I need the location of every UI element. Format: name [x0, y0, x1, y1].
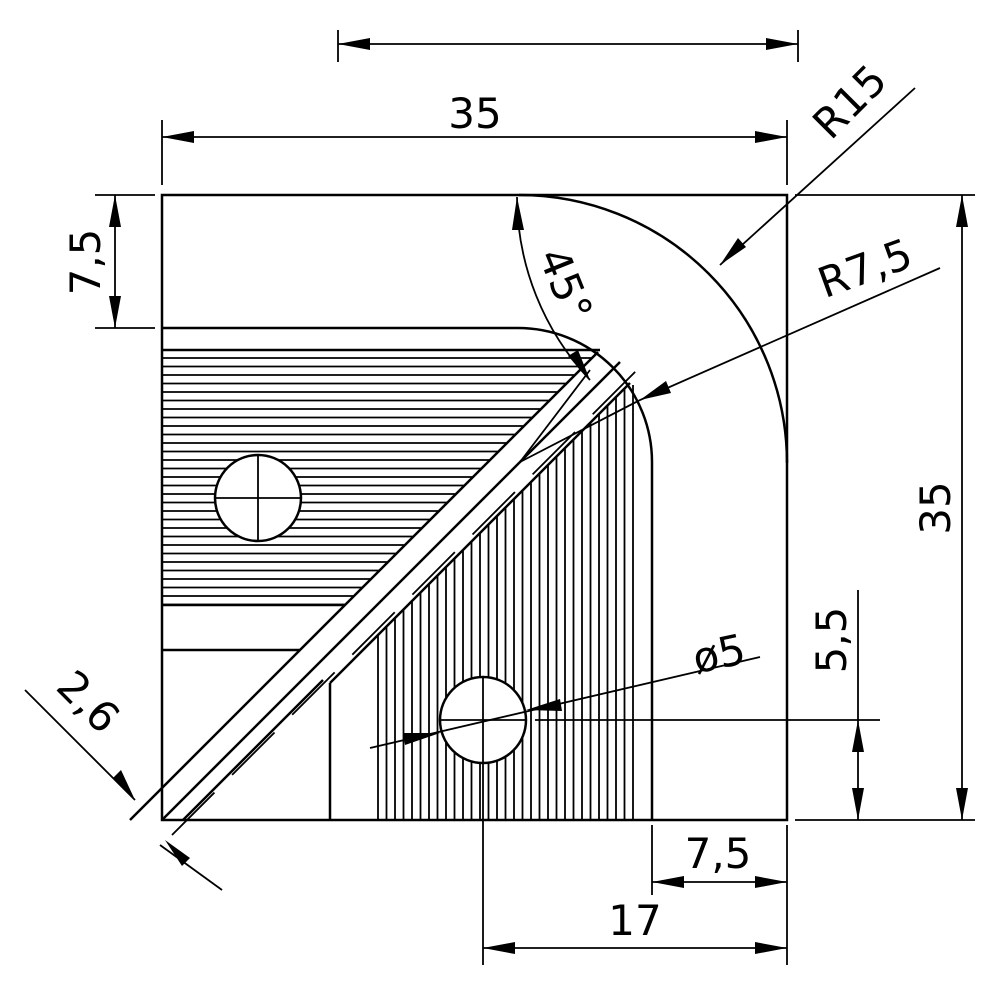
- leader-hole-diameter: [369, 656, 761, 749]
- dim-hole-distance-label: 17: [608, 896, 661, 945]
- leader-r7-5: [519, 267, 941, 463]
- horizontal-hatching: [162, 357, 592, 606]
- slot-centerline: [171, 366, 641, 836]
- slot-line-inner: [182, 679, 324, 821]
- dim-left-label: 7,5: [61, 229, 110, 296]
- label-r15: R15: [803, 55, 896, 148]
- dim-width-label: 35: [448, 89, 501, 138]
- dim-hole-height-label: 5,5: [807, 607, 856, 674]
- part-outline: [160, 193, 789, 822]
- label-r7-5: R7,5: [812, 229, 919, 308]
- arc-r15: [518, 193, 789, 464]
- slot-hatch-boundary: [329, 382, 631, 684]
- label-hole-diameter: ø5: [688, 624, 749, 683]
- slot-line-outer: [129, 351, 599, 821]
- label-slot-width: 2,6: [47, 661, 129, 743]
- dim-slot-width: [24, 689, 136, 801]
- slot-line-mid: [161, 361, 621, 821]
- vertical-hatching: [377, 385, 634, 820]
- label-angle-45: 45°: [529, 241, 602, 328]
- dim-height-label: 35: [911, 481, 960, 534]
- inner-profile-r7-5: [162, 326, 654, 820]
- dim-bottom-label: 7,5: [685, 829, 752, 878]
- leader-r15: [719, 87, 916, 266]
